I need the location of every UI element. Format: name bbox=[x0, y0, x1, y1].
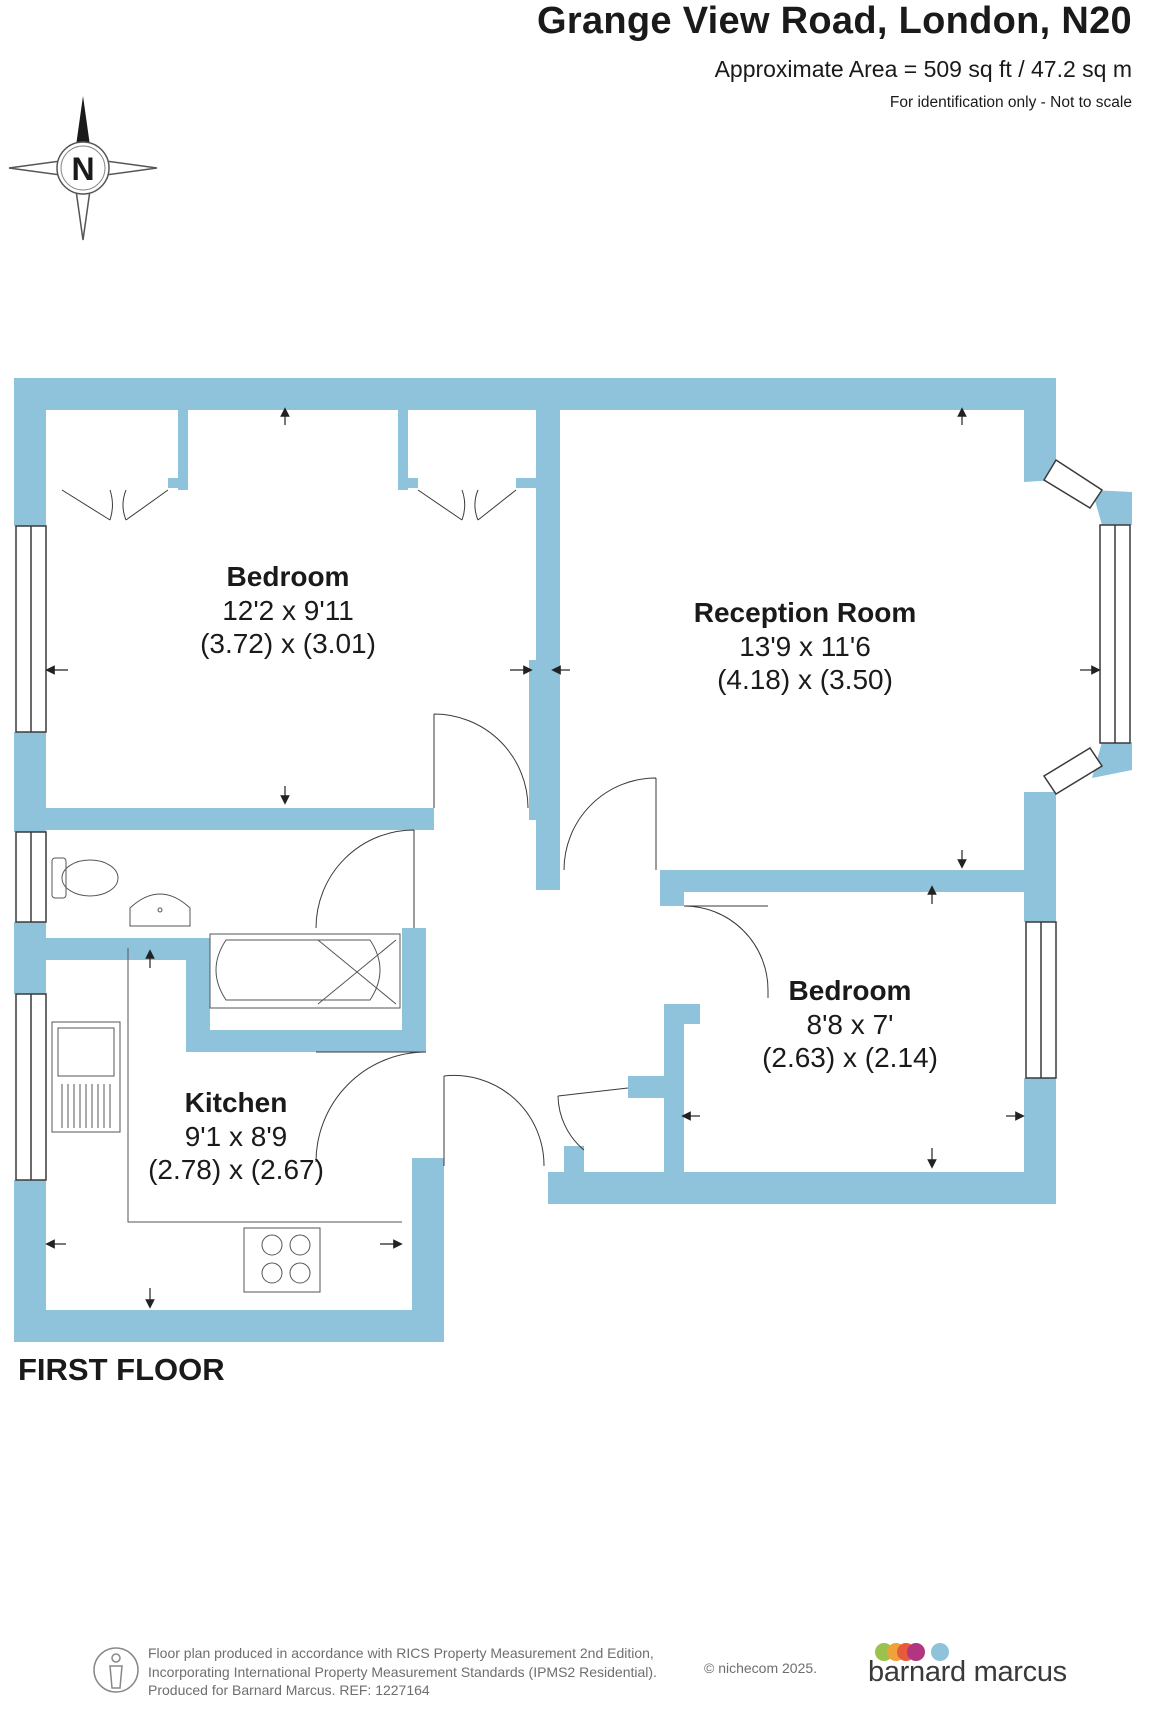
copyright: © nichecom 2025. bbox=[704, 1660, 818, 1676]
compass-letter: N bbox=[71, 151, 94, 187]
room-imperial: 8'8 x 7' bbox=[806, 1008, 894, 1040]
floor-label: FIRST FLOOR bbox=[18, 1352, 225, 1387]
room-name: Reception Room bbox=[693, 597, 917, 628]
room-name: Bedroom bbox=[226, 561, 350, 592]
footer-disclaimer: Floor plan produced in accordance with R… bbox=[148, 1644, 657, 1700]
footer-line-1: Floor plan produced in accordance with R… bbox=[148, 1645, 654, 1661]
room-imperial: 13'9 x 11'6 bbox=[739, 630, 871, 662]
room-reception: Reception Room 13'9 x 11'6 (4.18) x (3.5… bbox=[660, 596, 950, 697]
walls bbox=[14, 378, 1132, 1342]
room-metric: (3.72) x (3.01) bbox=[200, 628, 376, 660]
person-icon bbox=[93, 1647, 139, 1693]
property-title: Grange View Road, London, N20 bbox=[537, 0, 1132, 42]
room-bedroom-1: Bedroom 12'2 x 9'11 (3.72) x (3.01) bbox=[168, 560, 408, 661]
footer-line-2: Incorporating International Property Mea… bbox=[148, 1663, 657, 1680]
room-metric: (2.63) x (2.14) bbox=[762, 1042, 938, 1074]
room-imperial: 9'1 x 8'9 bbox=[184, 1120, 288, 1152]
room-metric: (4.18) x (3.50) bbox=[717, 664, 893, 696]
room-imperial: 12'2 x 9'11 bbox=[222, 594, 354, 626]
approximate-area: Approximate Area = 509 sq ft / 47.2 sq m bbox=[714, 56, 1132, 82]
compass-icon: N bbox=[8, 96, 158, 241]
room-bedroom-2: Bedroom 8'8 x 7' (2.63) x (2.14) bbox=[730, 974, 970, 1075]
room-name: Bedroom bbox=[788, 975, 912, 1006]
identification-note: For identification only - Not to scale bbox=[889, 94, 1132, 111]
room-metric: (2.78) x (2.67) bbox=[148, 1154, 324, 1186]
room-name: Kitchen bbox=[184, 1087, 288, 1118]
footer-line-3: Produced for Barnard Marcus. REF: 122716… bbox=[148, 1682, 430, 1699]
brand-name: barnard marcus bbox=[868, 1656, 1067, 1688]
fixtures bbox=[51, 857, 402, 1293]
room-kitchen: Kitchen 9'1 x 8'9 (2.78) x (2.67) bbox=[116, 1086, 356, 1187]
